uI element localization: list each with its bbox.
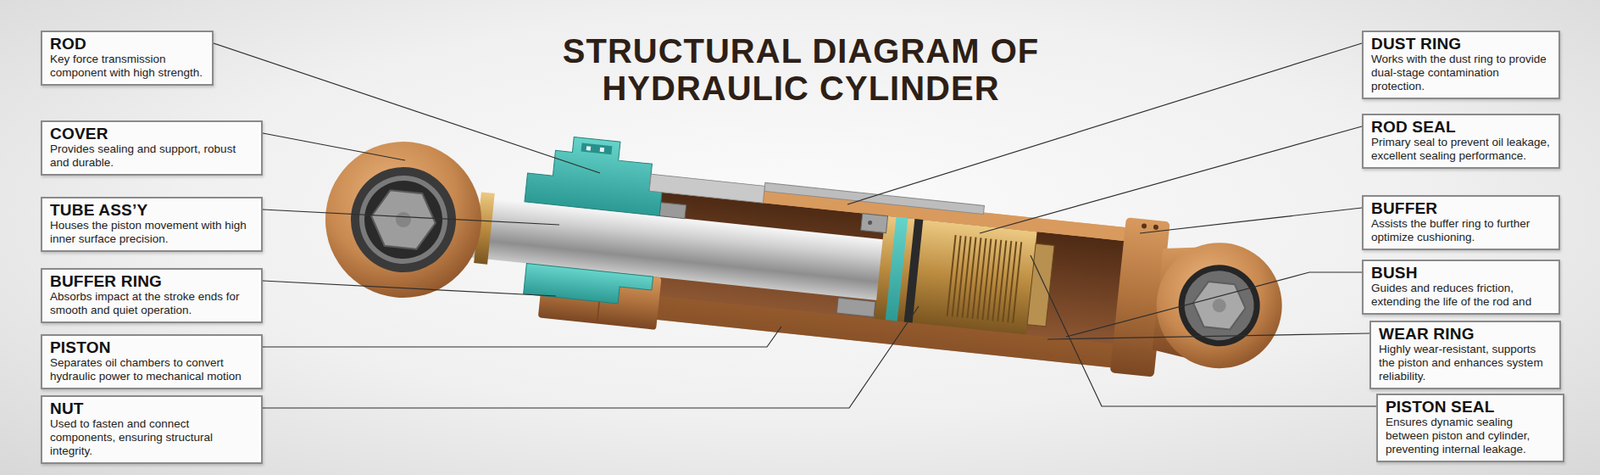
part-description: Houses the piston movement with high inn… (50, 218, 254, 246)
callout-box: RODKey force transmission component with… (40, 30, 214, 86)
leader-line (1047, 333, 1370, 339)
leader-line (262, 209, 560, 225)
front-bearing (355, 171, 452, 268)
part-description: Provides sealing and support, robust and… (50, 142, 254, 170)
callout-box: ROD SEALPrimary seal to prevent oil leak… (1361, 113, 1561, 169)
part-description: Ensures dynamic sealing between piston a… (1385, 415, 1556, 456)
callout-box: TUBE ASS’YHouses the piston movement wit… (40, 196, 263, 252)
part-name: PISTON (50, 338, 254, 356)
steel-retainer (649, 173, 765, 203)
callout-box: COVERProvides sealing and support, robus… (40, 120, 263, 176)
diagram-title: STRUCTURAL DIAGRAM OF HYDRAULIC CYLINDER (529, 32, 1073, 107)
bush-part (836, 297, 876, 317)
part-description: Guides and reduces friction, extending t… (1371, 281, 1551, 309)
part-name: BUFFER RING (50, 272, 254, 290)
piston-rod (450, 194, 888, 300)
wear-ring (885, 216, 909, 322)
callout-box: PISTON SEALEnsures dynamic sealing betwe… (1376, 393, 1565, 462)
gland-mark (600, 147, 605, 152)
part-name: COVER (50, 124, 254, 143)
part-name: NUT (50, 399, 254, 417)
part-name: ROD (50, 34, 205, 53)
cap-hole (1153, 224, 1160, 231)
buffer-dot (867, 220, 873, 225)
front-bolt (368, 188, 439, 250)
leader-line (262, 133, 406, 161)
callout-box: BUFFERAssists the buffer ring to further… (1361, 194, 1561, 250)
part-name: BUFFER (1371, 199, 1551, 217)
leader-line (979, 126, 1362, 234)
leader-line (213, 43, 600, 173)
part-description: Highly wear-resistant, supports the pist… (1378, 342, 1552, 384)
gland-bottom (523, 262, 654, 306)
gland-mark (586, 145, 591, 150)
bolt-center (1211, 297, 1228, 313)
callout-box: NUTUsed to fasten and connect components… (40, 394, 263, 464)
front-eye-bore (345, 161, 462, 278)
part-name: PISTON SEAL (1385, 397, 1556, 416)
gland-top (524, 132, 667, 216)
callout-box: DUST RINGWorks with the dust ring to pro… (1361, 30, 1561, 100)
callout-box: BUFFER RINGAbsorbs impact at the stroke … (40, 267, 263, 323)
gland-notch (581, 143, 613, 156)
part-name: ROD SEAL (1371, 117, 1551, 136)
part-name: DUST RING (1371, 34, 1551, 53)
part-description: Separates oil chambers to convert hydrau… (50, 355, 254, 384)
callout-box: BUSHGuides and reduces friction, extendi… (1361, 259, 1561, 315)
leader-line (262, 280, 556, 296)
callout-box: PISTONSeparates oil chambers to convert … (40, 333, 263, 389)
rear-bearing (1181, 266, 1258, 344)
part-description: Works with the dust ring to provide dual… (1371, 52, 1551, 94)
piston-threads (947, 234, 1023, 323)
cylinder-body (316, 111, 1292, 395)
bolt-center (394, 211, 412, 228)
part-description: Absorbs impact at the stroke ends for sm… (50, 289, 254, 317)
rear-eye (1150, 236, 1289, 375)
leader-line (1139, 207, 1362, 234)
part-description: Key force transmission component with hi… (50, 52, 205, 80)
rear-bolt (1190, 279, 1248, 331)
callout-box: WEAR RINGHighly wear-resistant, supports… (1369, 320, 1562, 389)
part-name: WEAR RING (1378, 324, 1552, 343)
top-plate (764, 182, 985, 214)
leader-line (1030, 255, 1377, 406)
part-description: Primary seal to prevent oil leakage, exc… (1371, 135, 1551, 163)
leader-line (262, 305, 919, 408)
part-name: BUSH (1371, 263, 1551, 282)
cap-hole (1141, 222, 1148, 229)
leader-line (262, 326, 782, 347)
piston (874, 215, 1038, 334)
part-name: TUBE ASS’Y (50, 200, 254, 219)
rod-seal-part (659, 202, 687, 219)
part-description: Assists the buffer ring to further optim… (1371, 216, 1551, 245)
front-bearing-inner (360, 176, 446, 262)
part-description: Used to fasten and connect components, e… (50, 416, 254, 458)
buffer-part (861, 213, 889, 234)
leader-line (1066, 272, 1362, 337)
piston-seal (904, 218, 924, 323)
